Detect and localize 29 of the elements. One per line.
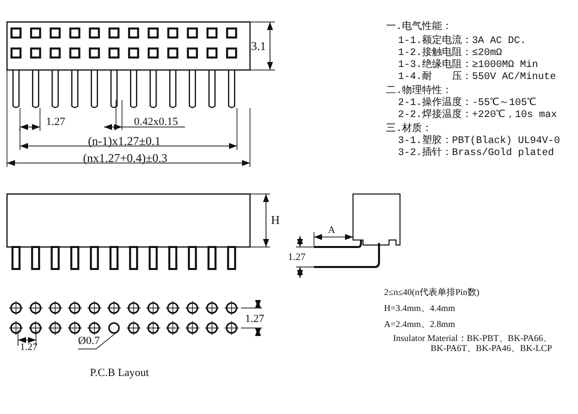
dimension-label: (n-1)x1.27±0.1: [88, 135, 161, 148]
pcb-hole: [108, 322, 120, 334]
dimension-label: H: [271, 214, 280, 228]
spec-text: 3-1.塑胶：PBT(Black) UL94V-0: [398, 136, 560, 147]
spec-text: 三.材质：: [386, 124, 432, 135]
spec-text: 二.物理特性：: [386, 86, 452, 97]
spec-text: 1-2.接触电阻：≤20mΩ: [398, 48, 502, 59]
dimension-label: 1.27: [245, 313, 264, 326]
dimension-label: Ø0.7: [78, 335, 100, 348]
dimension-label: 1.27: [46, 116, 66, 128]
dimension-label: 1.27: [288, 252, 306, 263]
spec-note: H=3.4mm、4.4mm: [384, 304, 456, 314]
drawing-caption: P.C.B Layout: [90, 367, 149, 380]
spec-note: A=2.4mm、2.8mm: [384, 320, 456, 330]
spec-text: 1-3.绝缘电阻：≥1000MΩ Min: [398, 60, 538, 71]
dimension-label: 3.1: [251, 40, 266, 54]
spec-note: Insulator Material：BK-PBT、BK-PA66、BK-PA6T、BK-PA46、BK-LCP: [392, 334, 552, 354]
spec-text: 1-4.耐 压：550V AC/Minute: [398, 72, 556, 83]
dimension-label: 0.42x0.15: [134, 116, 178, 128]
spec-text: 2-1.操作温度：-55℃～105℃: [398, 98, 536, 109]
dimension-label: (nx1.27+0.4)±0.3: [83, 152, 168, 166]
dimension-label: 1.27: [20, 342, 38, 353]
leader-line: [78, 332, 118, 350]
spec-text: 3-2.插针：Brass/Gold plated: [398, 148, 554, 159]
spec-text: 2-2.焊接温度：+220℃，10s max: [398, 110, 558, 121]
spec-note: 2≤n≤40(n代表单排Pin数): [384, 288, 480, 298]
dimension-label: A: [328, 225, 336, 236]
spec-text: 一.电气性能：: [386, 22, 452, 33]
spec-text: 1-1.额定电流：3A AC DC.: [398, 36, 526, 47]
